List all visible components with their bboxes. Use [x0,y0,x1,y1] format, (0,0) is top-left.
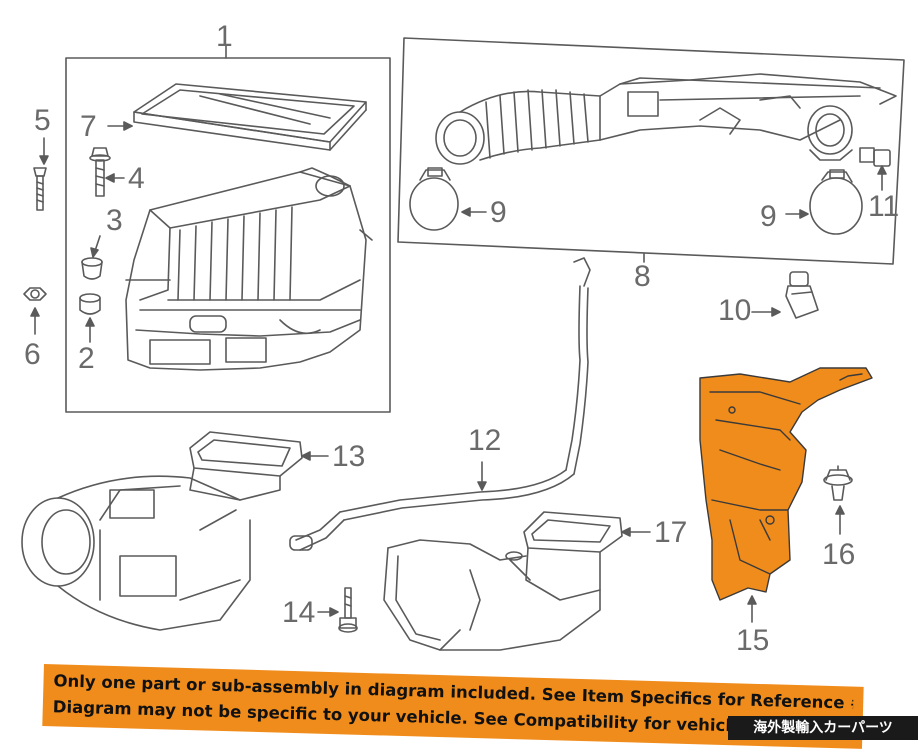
assembly-box-1 [65,57,391,413]
hose-clamp-right-part [809,169,863,235]
long-bolt-part [33,167,47,211]
intake-duct-part [435,73,897,165]
callout-11: 11 [868,190,900,223]
splash-shield-highlight-part [699,367,873,601]
callout-10: 10 [718,294,752,327]
callout-7: 7 [80,110,97,143]
callout-5: 5 [34,104,51,137]
air-inlet-duct-part [21,431,303,631]
callout-12: 12 [468,424,502,457]
callout-2: 2 [78,342,95,375]
callout-13: 13 [332,440,366,473]
flange-bolt-part [89,147,111,197]
plug-fitting-part [785,271,819,319]
callout-9-right: 9 [760,200,777,233]
callout-9-left: 9 [490,196,507,229]
callout-3: 3 [106,204,123,237]
push-clip-part [823,465,853,501]
callout-16: 16 [822,538,856,571]
callout-15: 15 [736,624,770,657]
callout-17: 17 [654,516,688,549]
bolt-14-part [338,587,358,633]
callout-4: 4 [128,162,145,195]
shop-tag: 海外製輸入カーパーツ [728,716,918,740]
nut-part [23,287,47,301]
callout-14: 14 [282,596,316,629]
callout-1: 1 [216,20,233,53]
vent-hose-part [289,257,591,551]
callout-6: 6 [24,338,41,371]
air-filter-part [133,83,367,151]
lower-inlet-duct-part [383,511,623,651]
sensor-part [859,147,891,167]
hose-clamp-left-part [409,167,459,231]
assembly-box-8 [397,37,905,265]
grommet-3-part [81,257,103,280]
grommet-2-part [79,293,101,315]
callout-8: 8 [634,260,651,293]
air-cleaner-housing-part [125,167,373,371]
